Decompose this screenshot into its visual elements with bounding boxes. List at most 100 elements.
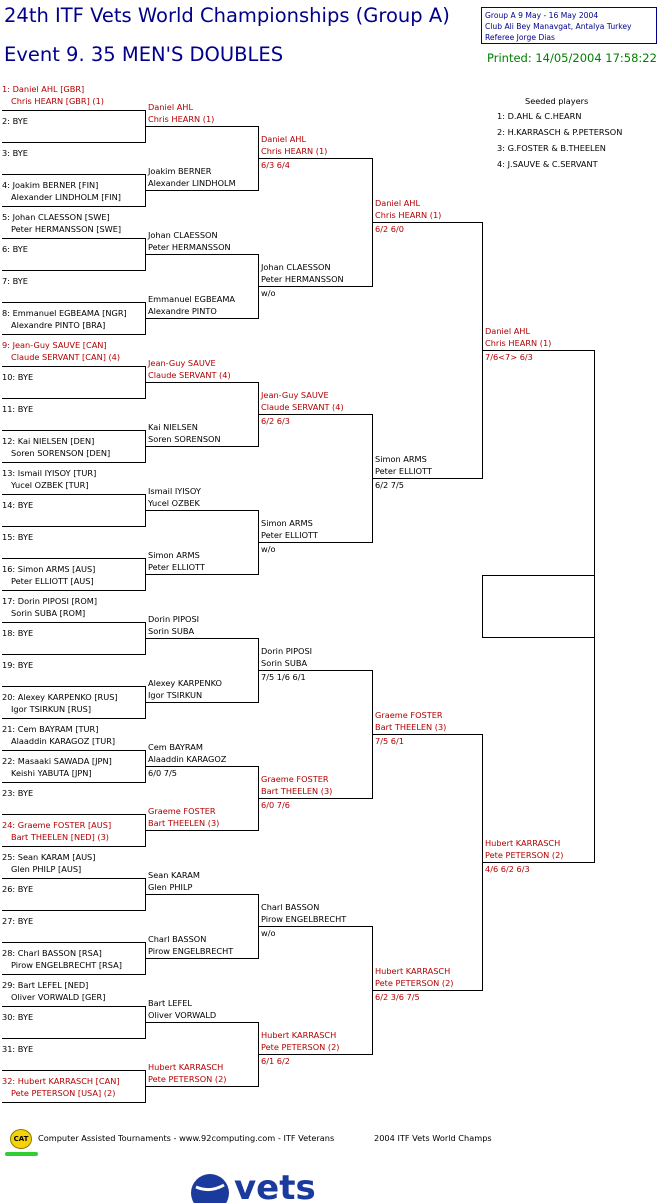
match-winner-player2: Pete PETERSON (2) xyxy=(375,978,454,988)
draw-entry-player1: 15: BYE xyxy=(2,532,34,542)
draw-entry-player1: 28: Charl BASSON [RSA] xyxy=(2,948,102,958)
match-winner-player1: Hubert KARRASCH xyxy=(261,1030,337,1040)
bracket-line xyxy=(2,622,146,623)
bracket-line xyxy=(145,574,259,575)
match-winner-player1: Johan CLAESSON xyxy=(148,230,218,240)
draw-entry-player2: Peter HERMANSSON [SWE] xyxy=(11,224,122,234)
bracket-line xyxy=(372,478,483,479)
match-winner-player2: Pirow ENGELBRECHT xyxy=(148,946,234,956)
match-winner-player2: Soren SORENSON xyxy=(148,434,221,444)
match-score: 6/0 7/6 xyxy=(261,800,290,810)
draw-entry-player1: 16: Simon ARMS [AUS] xyxy=(2,564,96,574)
match-score: 7/5 6/1 xyxy=(375,736,404,746)
bracket-line xyxy=(2,110,146,111)
draw-entry-player1: 5: Johan CLAESSON [SWE] xyxy=(2,212,110,222)
match-winner-player2: Bart THEELEN (3) xyxy=(148,818,220,828)
draw-entry-player1: 4: Joakim BERNER [FIN] xyxy=(2,180,99,190)
match-winner-player2: Chris HEARN (1) xyxy=(261,146,328,156)
bracket-line xyxy=(145,702,259,703)
bracket-line xyxy=(145,830,259,831)
match-winner-player1: Simon ARMS xyxy=(261,518,313,528)
match-score: w/o xyxy=(261,544,276,554)
bracket-line xyxy=(482,575,483,638)
bracket-line xyxy=(2,590,146,591)
bracket-line xyxy=(145,958,259,959)
match-winner-player2: Alaaddin KARAGOZ xyxy=(148,754,227,764)
draw-entry-player1: 11: BYE xyxy=(2,404,34,414)
match-winner-player1: Daniel AHL xyxy=(261,134,307,144)
bracket-line xyxy=(594,350,595,863)
draw-entry-player2: Alaaddin KARAGOZ [TUR] xyxy=(11,736,116,746)
bracket-line xyxy=(482,637,595,638)
match-winner-player1: Charl BASSON xyxy=(261,902,320,912)
bracket-line xyxy=(145,1086,259,1087)
bracket-line xyxy=(258,926,373,927)
cat-logo-underline xyxy=(5,1152,38,1156)
match-winner-player2: Pete PETERSON (2) xyxy=(261,1042,340,1052)
bracket-line xyxy=(2,398,146,399)
match-winner-player2: Alexander LINDHOLM xyxy=(148,178,236,188)
draw-entry-player1: 17: Dorin PIPOSI [ROM] xyxy=(2,596,98,606)
draw-entry-player2: Sorin SUBA [ROM] xyxy=(11,608,86,618)
draw-entry-player2: Peter ELLIOTT [AUS] xyxy=(11,576,94,586)
draw-entry-player2: Keishi YABUTA [JPN] xyxy=(11,768,92,778)
bracket-line xyxy=(145,1022,259,1023)
draw-entry-player1: 1: Daniel AHL [GBR] xyxy=(2,84,85,94)
bracket-line xyxy=(2,174,146,175)
draw-entry-player1: 19: BYE xyxy=(2,660,34,670)
match-winner-player2: Peter ELLIOTT xyxy=(261,530,318,540)
match-score: 6/2 3/6 7/5 xyxy=(375,992,420,1002)
match-score: 6/3 6/4 xyxy=(261,160,290,170)
bracket-line xyxy=(145,446,259,447)
draw-entry-player1: 14: BYE xyxy=(2,500,34,510)
match-winner-player1: Jean-Guy SAUVE xyxy=(148,358,216,368)
match-winner-player2: Pete PETERSON (2) xyxy=(485,850,564,860)
bracket-line xyxy=(2,878,146,879)
info-venue: Club Ali Bey Manavgat, Antalya Turkey xyxy=(485,22,632,32)
match-winner-player1: Emmanuel EGBEAMA xyxy=(148,294,236,304)
match-winner-player2: Yucel OZBEK xyxy=(148,498,200,508)
match-winner-player1: Daniel AHL xyxy=(375,198,421,208)
match-winner-player2: Igor TSIRKUN xyxy=(148,690,203,700)
draw-entry-player2: Alexander LINDHOLM [FIN] xyxy=(11,192,121,202)
draw-entry-player1: 2: BYE xyxy=(2,116,28,126)
match-winner-player2: Sorin SUBA xyxy=(261,658,308,668)
bracket-line xyxy=(2,686,146,687)
match-winner-player1: Hubert KARRASCH xyxy=(375,966,451,976)
draw-entry-player2: Yucel OZBEK [TUR] xyxy=(11,480,89,490)
bracket-line xyxy=(2,206,146,207)
draw-entry-player1: 23: BYE xyxy=(2,788,34,798)
draw-entry-player1: 27: BYE xyxy=(2,916,34,926)
bracket-line xyxy=(2,302,146,303)
bracket-line xyxy=(145,318,259,319)
match-score: w/o xyxy=(261,288,276,298)
bracket-line xyxy=(2,910,146,911)
match-winner-player2: Pete PETERSON (2) xyxy=(148,1074,227,1084)
match-winner-player1: Sean KARAM xyxy=(148,870,200,880)
bracket-line xyxy=(2,430,146,431)
bracket-line xyxy=(145,638,259,639)
bracket-line xyxy=(2,1038,146,1039)
match-score: w/o xyxy=(261,928,276,938)
footer-event-name: 2004 ITF Vets World Champs xyxy=(374,1133,492,1143)
bracket-line xyxy=(2,270,146,271)
bracket-line xyxy=(2,462,146,463)
draw-entry-player1: 31: BYE xyxy=(2,1044,34,1054)
match-winner-player2: Bart THEELEN (3) xyxy=(261,786,333,796)
match-winner-player2: Peter ELLIOTT xyxy=(148,562,205,572)
match-winner-player1: Daniel AHL xyxy=(148,102,194,112)
match-winner-player1: Hubert KARRASCH xyxy=(485,838,561,848)
draw-entry-player2: Pete PETERSON [USA] (2) xyxy=(11,1088,116,1098)
draw-entry-player2: Claude SERVANT [CAN] (4) xyxy=(11,352,121,362)
match-score: 4/6 6/2 6/3 xyxy=(485,864,530,874)
bracket-line xyxy=(372,990,483,991)
draw-entry-player1: 18: BYE xyxy=(2,628,34,638)
bracket-line xyxy=(2,494,146,495)
draw-entry-player1: 13: Ismail IYISOY [TUR] xyxy=(2,468,97,478)
bracket-line xyxy=(372,734,483,735)
cat-logo: CAT xyxy=(10,1129,32,1149)
match-winner-player1: Dorin PIPOSI xyxy=(261,646,313,656)
bracket-line xyxy=(258,286,373,287)
bracket-line xyxy=(2,526,146,527)
seeded-players-title: Seeded players xyxy=(525,96,589,106)
